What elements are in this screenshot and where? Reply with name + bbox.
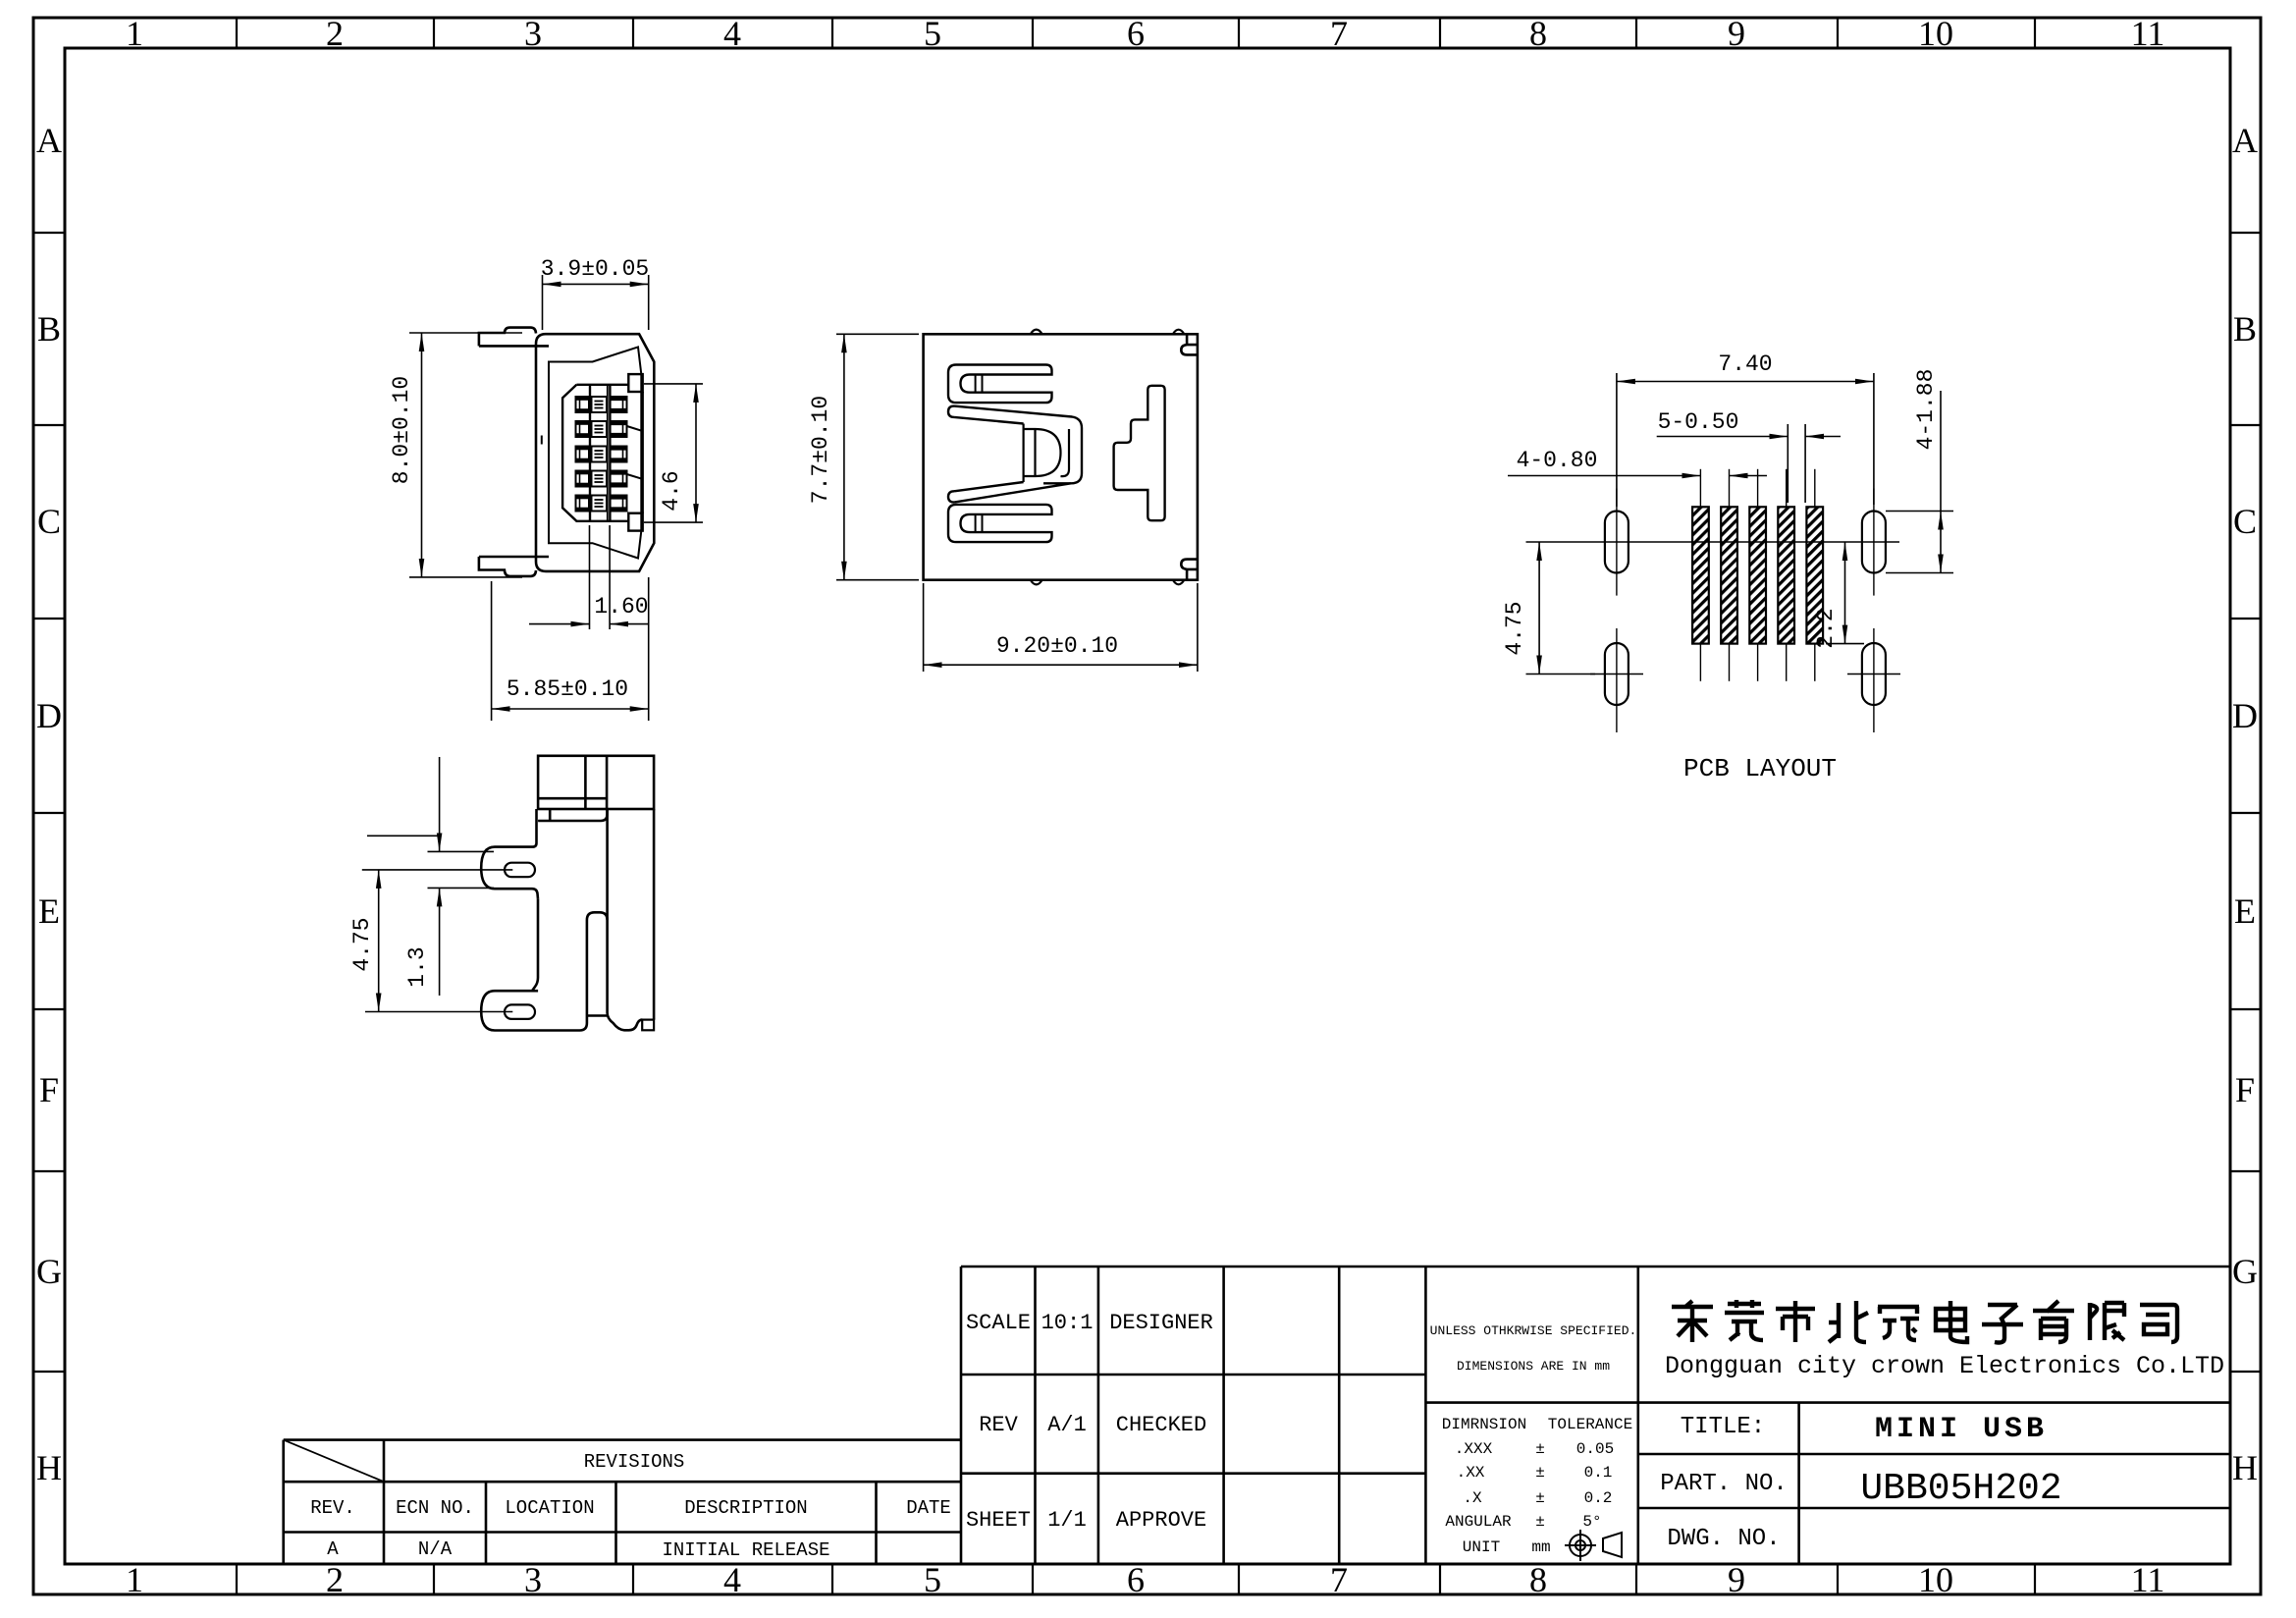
svg-text:A: A [327,1538,339,1560]
svg-text:TOLERANCE: TOLERANCE [1548,1416,1632,1433]
svg-text:G: G [36,1252,62,1291]
svg-text:4: 4 [723,14,741,53]
svg-text:TITLE:: TITLE: [1681,1414,1765,1440]
svg-text:7: 7 [1330,1560,1348,1599]
svg-text:6: 6 [1127,14,1145,53]
svg-text:11: 11 [2131,1560,2165,1599]
svg-text:4.75: 4.75 [349,917,375,971]
svg-text:5-0.50: 5-0.50 [1658,409,1739,435]
svg-text:REV: REV [979,1413,1018,1437]
svg-text:SCALE: SCALE [966,1311,1031,1335]
svg-text:APPROVE: APPROVE [1116,1508,1206,1533]
svg-text:Dongguan city crown Electronic: Dongguan city crown Electronics Co.LTD [1665,1352,2224,1380]
svg-text:MINI USB: MINI USB [1875,1413,2048,1446]
svg-text:10:1: 10:1 [1041,1311,1094,1335]
svg-text:7.7±0.10: 7.7±0.10 [808,396,833,504]
svg-text:11: 11 [2131,14,2165,53]
svg-text:H: H [2232,1448,2258,1487]
svg-text:REVISIONS: REVISIONS [584,1451,685,1473]
svg-text:F: F [2235,1070,2255,1109]
svg-text:4: 4 [723,1560,741,1599]
svg-text:9: 9 [1728,14,1745,53]
svg-text:8: 8 [1529,14,1547,53]
svg-text:5°: 5° [1582,1513,1601,1531]
svg-text:UNIT: UNIT [1463,1538,1500,1556]
svg-text:1/1: 1/1 [1047,1508,1087,1533]
svg-text:1: 1 [126,1560,143,1599]
svg-text:5.85±0.10: 5.85±0.10 [507,676,628,702]
svg-text:ECN NO.: ECN NO. [396,1497,474,1519]
svg-text:7.40: 7.40 [1718,351,1772,377]
svg-text:8.0±0.10: 8.0±0.10 [389,376,414,484]
svg-text:DIMENSIONS ARE IN mm: DIMENSIONS ARE IN mm [1457,1359,1610,1374]
svg-text:.XX: .XX [1457,1464,1485,1482]
svg-text:0.2: 0.2 [1584,1489,1613,1507]
svg-text:.XXX: .XXX [1455,1440,1493,1458]
svg-text:±: ± [1535,1513,1545,1531]
svg-text:3: 3 [524,14,542,53]
svg-text:REV.: REV. [310,1497,355,1519]
svg-text:DIMRNSION: DIMRNSION [1442,1416,1526,1433]
svg-text:LOCATION: LOCATION [505,1497,594,1519]
svg-text:SHEET: SHEET [966,1508,1031,1533]
svg-text:7: 7 [1330,14,1348,53]
svg-text:F: F [39,1070,59,1109]
svg-text:DESIGNER: DESIGNER [1109,1311,1213,1335]
svg-text:G: G [2232,1252,2258,1291]
svg-text:INITIAL RELEASE: INITIAL RELEASE [662,1539,829,1561]
svg-text:5: 5 [924,14,941,53]
svg-text:±: ± [1535,1464,1545,1482]
svg-text:DESCRIPTION: DESCRIPTION [684,1497,807,1519]
svg-text:.X: .X [1463,1489,1482,1507]
svg-text:4-1.88: 4-1.88 [1913,369,1939,451]
svg-text:D: D [2232,696,2258,735]
svg-text:0.05: 0.05 [1576,1440,1614,1458]
svg-text:C: C [37,502,61,541]
svg-text:1.60: 1.60 [594,594,648,620]
svg-text:3: 3 [524,1560,542,1599]
svg-text:PART. NO.: PART. NO. [1660,1471,1788,1497]
svg-text:UNLESS OTHKRWISE SPECIFIED.: UNLESS OTHKRWISE SPECIFIED. [1430,1323,1637,1338]
svg-text:4.75: 4.75 [1502,601,1527,655]
svg-text:5: 5 [924,1560,941,1599]
svg-text:±: ± [1535,1489,1545,1507]
svg-text:4.6: 4.6 [659,470,684,511]
svg-text:C: C [2233,502,2257,541]
svg-text:9.20±0.10: 9.20±0.10 [996,633,1118,659]
svg-text:ANGULAR: ANGULAR [1445,1513,1512,1531]
svg-text:A: A [36,121,62,160]
svg-text:E: E [38,891,60,931]
svg-text:A/1: A/1 [1047,1413,1087,1437]
svg-text:mm: mm [1531,1538,1550,1556]
svg-text:B: B [2233,309,2257,349]
svg-text:8: 8 [1529,1560,1547,1599]
svg-text:9: 9 [1728,1560,1745,1599]
svg-text:DATE: DATE [906,1497,951,1519]
svg-text:CHECKED: CHECKED [1116,1413,1206,1437]
svg-text:2: 2 [326,14,344,53]
svg-text:6: 6 [1127,1560,1145,1599]
svg-text:10: 10 [1918,14,1953,53]
svg-text:DWG. NO.: DWG. NO. [1667,1526,1780,1552]
svg-text:A: A [2232,121,2258,160]
svg-text:±: ± [1535,1440,1545,1458]
svg-text:1: 1 [126,14,143,53]
svg-text:0.1: 0.1 [1584,1464,1613,1482]
svg-text:H: H [36,1448,62,1487]
svg-text:N/A: N/A [418,1538,453,1560]
svg-text:D: D [36,696,62,735]
svg-text:2.2: 2.2 [1813,608,1839,648]
svg-text:3.9±0.05: 3.9±0.05 [541,256,649,282]
svg-text:10: 10 [1918,1560,1953,1599]
svg-text:1.3: 1.3 [404,946,430,987]
svg-text:PCB LAYOUT: PCB LAYOUT [1683,754,1837,783]
svg-text:B: B [37,309,61,349]
svg-text:UBB05H202: UBB05H202 [1860,1468,2061,1510]
svg-text:2: 2 [326,1560,344,1599]
svg-text:4-0.80: 4-0.80 [1517,448,1598,473]
svg-text:E: E [2234,891,2256,931]
